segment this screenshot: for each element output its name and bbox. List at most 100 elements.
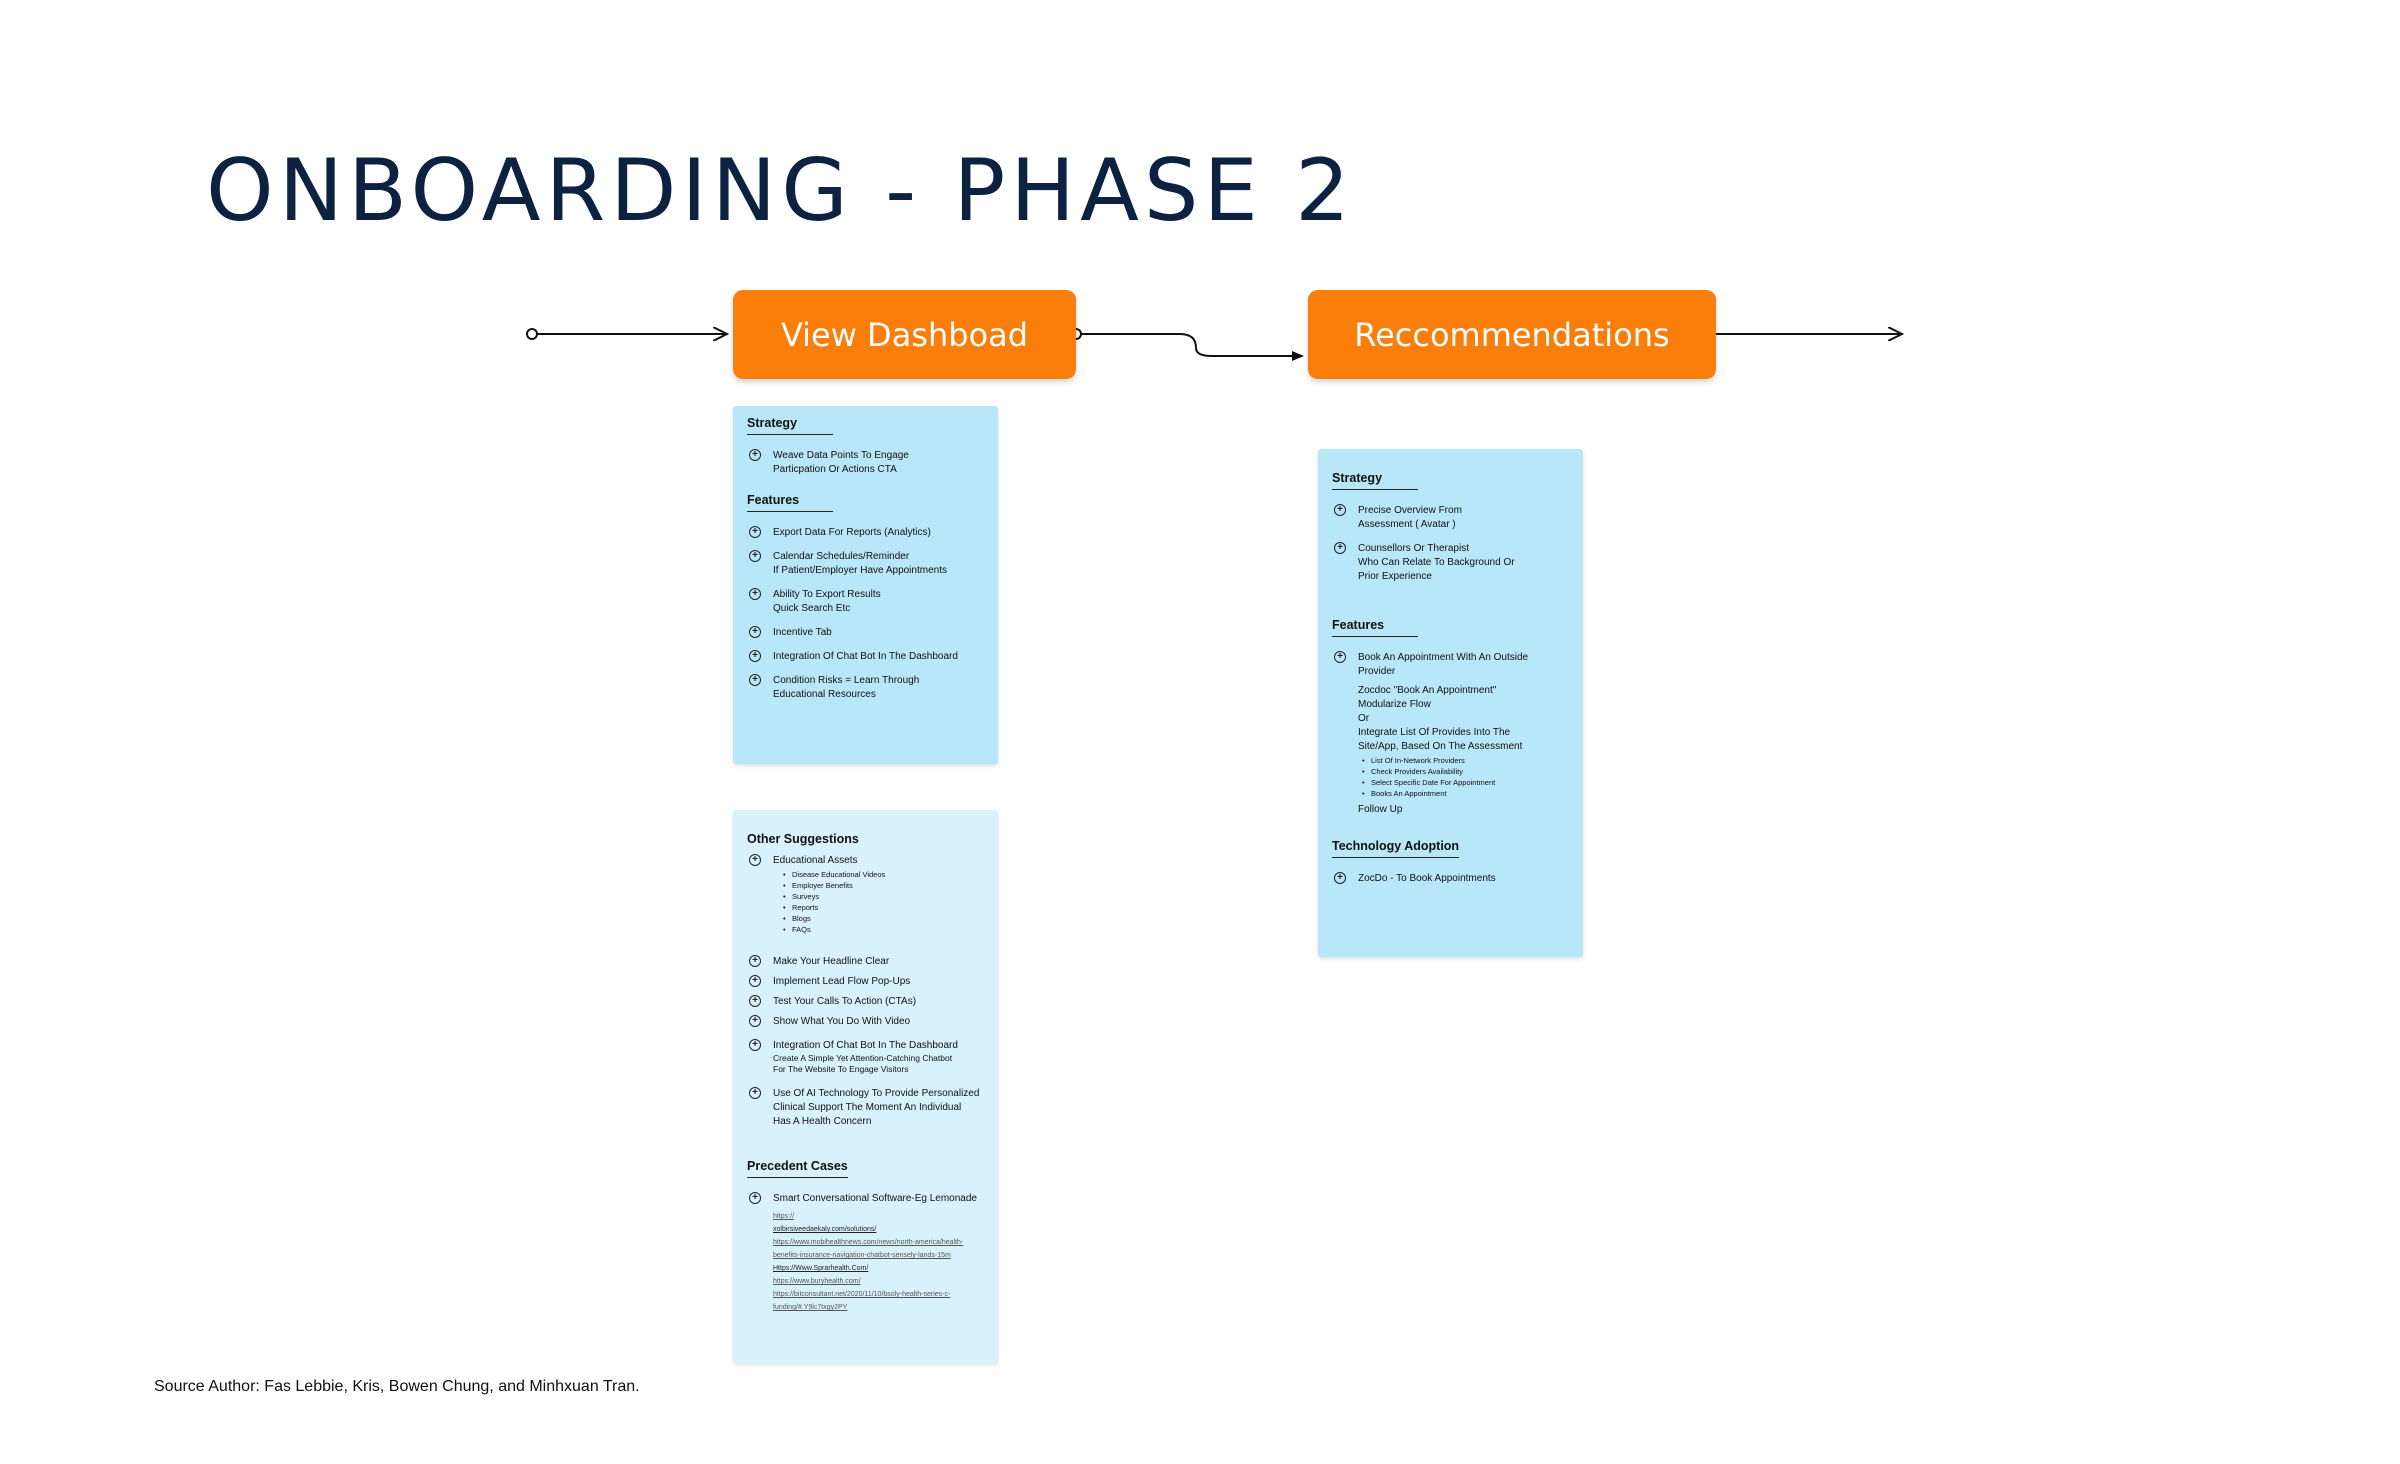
precedent-link[interactable]: https://www.mobihealthnews.com/news/nort… xyxy=(773,1239,964,1246)
item-line: Follow Up xyxy=(1358,804,1403,815)
item-line: Export Data For Reports (Analytics) xyxy=(773,527,931,538)
connector-middle xyxy=(1070,328,1304,361)
other-suggestions-heading: Other Suggestions xyxy=(747,832,859,846)
source-credit: Source Author: Fas Lebbie, Kris, Bowen C… xyxy=(154,1378,640,1395)
item-line: Ability To Export Results xyxy=(773,589,881,600)
list-item: + Weave Data Points To Engage Particpati… xyxy=(747,449,984,477)
connector-start xyxy=(526,329,727,339)
bullet-item: Blogs xyxy=(783,913,984,924)
bullet-item: Select Specific Date For Appointment xyxy=(1362,777,1569,788)
item-line: Particpation Or Actions CTA xyxy=(773,464,897,475)
precedent-link[interactable]: https:// xyxy=(773,1213,795,1220)
plus-circle-icon: + xyxy=(749,588,761,600)
item-line: Site/App, Based On The Assessment xyxy=(1358,741,1523,752)
bullet-item: FAQs xyxy=(783,924,984,935)
plus-circle-icon: + xyxy=(749,975,761,987)
list-item: + Condition Risks = Learn Through Educat… xyxy=(747,674,984,702)
view-dashboard-button[interactable]: View Dashboad xyxy=(733,290,1076,379)
list-item: + Test Your Calls To Action (CTAs) xyxy=(747,995,984,1009)
list-item: + Educational Assets Disease Educational… xyxy=(747,854,984,935)
dashboard-strategy-heading: Strategy xyxy=(747,416,833,435)
item-line: Implement Lead Flow Pop-Ups xyxy=(773,976,911,987)
list-item: + ZocDo - To Book Appointments xyxy=(1332,872,1569,886)
plus-circle-icon: + xyxy=(749,1087,761,1099)
item-line: Quick Search Etc xyxy=(773,603,851,614)
precedent-link[interactable]: benefits-insurance-navigation-chatbot-se… xyxy=(773,1252,951,1259)
bullet-item: Surveys xyxy=(783,891,984,902)
list-item: + Integration Of Chat Bot In The Dashboa… xyxy=(747,650,984,664)
precedent-link[interactable]: https://bitconsultant.net/2020/11/10/bso… xyxy=(773,1291,951,1298)
page-title: ONBOARDING - PHASE 2 xyxy=(206,141,1355,241)
item-line: Modularize Flow xyxy=(1358,699,1431,710)
precedent-cases-heading: Precedent Cases xyxy=(747,1159,848,1178)
plus-circle-icon: + xyxy=(749,674,761,686)
plus-circle-icon: + xyxy=(749,995,761,1007)
item-line: Or xyxy=(1358,713,1370,724)
item-line: Make Your Headline Clear xyxy=(773,956,890,967)
provider-steps: List Of In-Network Providers Check Provi… xyxy=(1358,755,1569,799)
item-line: Book An Appointment With An Outside xyxy=(1358,652,1529,663)
bullet-item: Employer Benefits xyxy=(783,880,984,891)
bullet-item: Check Providers Availability xyxy=(1362,766,1569,777)
plus-circle-icon: + xyxy=(749,1015,761,1027)
plus-circle-icon: + xyxy=(749,626,761,638)
plus-circle-icon: + xyxy=(749,449,761,461)
plus-circle-icon: + xyxy=(749,1039,761,1051)
item-line: Incentive Tab xyxy=(773,627,832,638)
educational-bullets: Disease Educational Videos Employer Bene… xyxy=(773,869,984,935)
item-line: Weave Data Points To Engage xyxy=(773,450,909,461)
plus-circle-icon: + xyxy=(1334,504,1346,516)
list-item: + Export Data For Reports (Analytics) xyxy=(747,526,984,540)
item-line: Educational Assets xyxy=(773,855,858,866)
precedent-link[interactable]: https://www.buryhealth.com/ xyxy=(773,1278,861,1285)
plus-circle-icon: + xyxy=(749,955,761,967)
zocdoc-flow-text: Zocdoc "Book An Appointment" Modularize … xyxy=(1332,684,1569,817)
recommendations-strategy-heading: Strategy xyxy=(1332,471,1418,490)
precedent-links: https:// xolbirsiveedaekaly.com/solution… xyxy=(747,1210,984,1314)
list-item: + Show What You Do With Video xyxy=(747,1015,984,1029)
plus-circle-icon: + xyxy=(749,1192,761,1204)
item-line: Provider xyxy=(1358,666,1396,677)
item-line: Integration Of Chat Bot In The Dashboard xyxy=(773,651,958,662)
list-item: + Calendar Schedules/Reminder If Patient… xyxy=(747,550,984,578)
plus-circle-icon: + xyxy=(749,550,761,562)
precedent-link[interactable]: xolbirsiveedaekaly.com/solutions/ xyxy=(773,1226,877,1233)
bullet-item: List Of In-Network Providers xyxy=(1362,755,1569,766)
dashboard-card: Strategy + Weave Data Points To Engage P… xyxy=(733,406,998,764)
item-line: Has A Health Concern xyxy=(773,1116,872,1127)
item-line: Precise Overview From xyxy=(1358,505,1462,516)
recommendations-button[interactable]: Reccommendations xyxy=(1308,290,1716,379)
bullet-item: Reports xyxy=(783,902,984,913)
item-subline: Create A Simple Yet Attention-Catching C… xyxy=(773,1053,953,1063)
item-line: Smart Conversational Software-Eg Lemonad… xyxy=(773,1193,977,1204)
recommendations-features-heading: Features xyxy=(1332,618,1418,637)
item-line: Use Of AI Technology To Provide Personal… xyxy=(773,1088,980,1099)
item-line: Integration Of Chat Bot In The Dashboard xyxy=(773,1040,958,1051)
technology-adoption-heading: Technology Adoption xyxy=(1332,839,1460,858)
list-item: + Integration Of Chat Bot In The Dashboa… xyxy=(747,1039,984,1075)
item-line: Test Your Calls To Action (CTAs) xyxy=(773,996,917,1007)
item-line: If Patient/Employer Have Appointments xyxy=(773,565,947,576)
item-line: Show What You Do With Video xyxy=(773,1016,911,1027)
dashboard-features-heading: Features xyxy=(747,493,833,512)
plus-circle-icon: + xyxy=(749,526,761,538)
recommendations-card: Strategy + Precise Overview From Assessm… xyxy=(1318,449,1583,957)
item-line: Counsellors Or Therapist xyxy=(1358,543,1469,554)
list-item: + Incentive Tab xyxy=(747,626,984,640)
bullet-item: Books An Appointment xyxy=(1362,788,1569,799)
item-line: ZocDo - To Book Appointments xyxy=(1358,873,1496,884)
list-item: + Use Of AI Technology To Provide Person… xyxy=(747,1087,984,1129)
item-line: Zocdoc "Book An Appointment" xyxy=(1358,685,1497,696)
item-line: Educational Resources xyxy=(773,689,876,700)
plus-circle-icon: + xyxy=(1334,542,1346,554)
plus-circle-icon: + xyxy=(749,854,761,866)
precedent-link[interactable]: Https://Www.Sprarhealth.Com/ xyxy=(773,1265,869,1272)
list-item: + Counsellors Or Therapist Who Can Relat… xyxy=(1332,542,1569,584)
list-item: + Make Your Headline Clear xyxy=(747,955,984,969)
list-item: + Implement Lead Flow Pop-Ups xyxy=(747,975,984,989)
precedent-link[interactable]: funding/#.Y9lc7txgy2PY xyxy=(773,1304,848,1311)
item-line: Calendar Schedules/Reminder xyxy=(773,551,910,562)
list-item: + Ability To Export Results Quick Search… xyxy=(747,588,984,616)
list-item: + Smart Conversational Software-Eg Lemon… xyxy=(747,1192,984,1206)
